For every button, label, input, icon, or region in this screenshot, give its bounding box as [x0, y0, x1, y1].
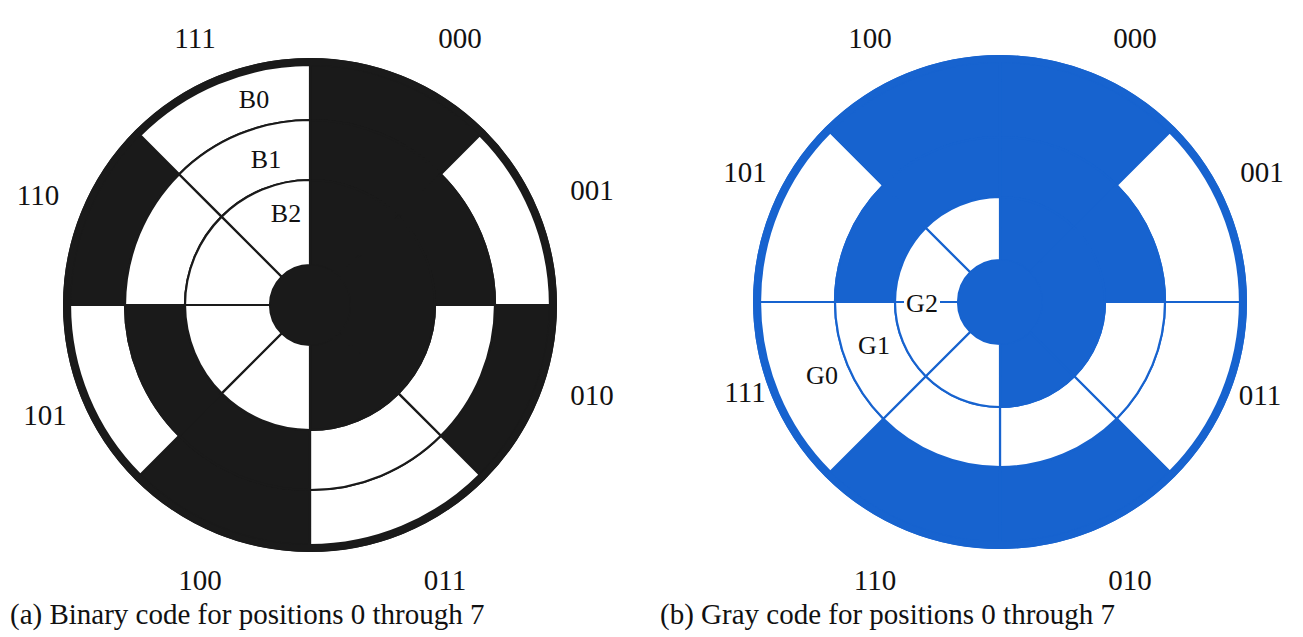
position-code: 001	[570, 176, 614, 205]
position-code: 000	[438, 24, 482, 53]
binary-disk-ground	[63, 58, 557, 552]
position-code: 111	[724, 378, 765, 407]
binary-disk-track-cell	[338, 217, 435, 305]
position-code: 010	[570, 381, 614, 410]
gray-disk-hub	[958, 260, 1042, 344]
binary-disk-rim	[67, 62, 554, 549]
position-code: 011	[1239, 381, 1281, 410]
position-code: 010	[1108, 566, 1152, 595]
track-name: G0	[804, 363, 840, 389]
position-code: 110	[854, 566, 896, 595]
gray-disk-ground	[753, 55, 1247, 549]
gray-disk-track-cell	[926, 197, 1000, 272]
position-code: 111	[174, 24, 215, 53]
position-code: 100	[848, 24, 892, 53]
track-name: B1	[249, 147, 283, 173]
binary-disk-track-cell	[185, 305, 282, 393]
figure-caption: (a) Binary code for positions 0 through …	[10, 600, 484, 629]
track-name: G2	[904, 291, 940, 317]
position-code: 101	[723, 158, 767, 187]
position-code: 100	[178, 566, 222, 595]
position-code: 011	[424, 566, 466, 595]
track-name: G1	[856, 333, 892, 359]
binary-disk-track-cell	[310, 333, 398, 430]
track-name: B0	[237, 87, 271, 113]
gray-disk-rim	[757, 59, 1244, 546]
track-name: B2	[269, 201, 303, 227]
position-code: 000	[1113, 24, 1157, 53]
gray-disk-track-cell	[1030, 228, 1105, 302]
position-code: 001	[1240, 158, 1284, 187]
binary-disk-hub	[270, 265, 350, 345]
gray-disk-track-cell	[1000, 332, 1074, 407]
binary-disk-track-cell	[222, 180, 310, 277]
figure-caption: (b) Gray code for positions 0 through 7	[660, 600, 1115, 629]
position-code: 101	[23, 401, 67, 430]
position-code: 110	[17, 181, 59, 210]
